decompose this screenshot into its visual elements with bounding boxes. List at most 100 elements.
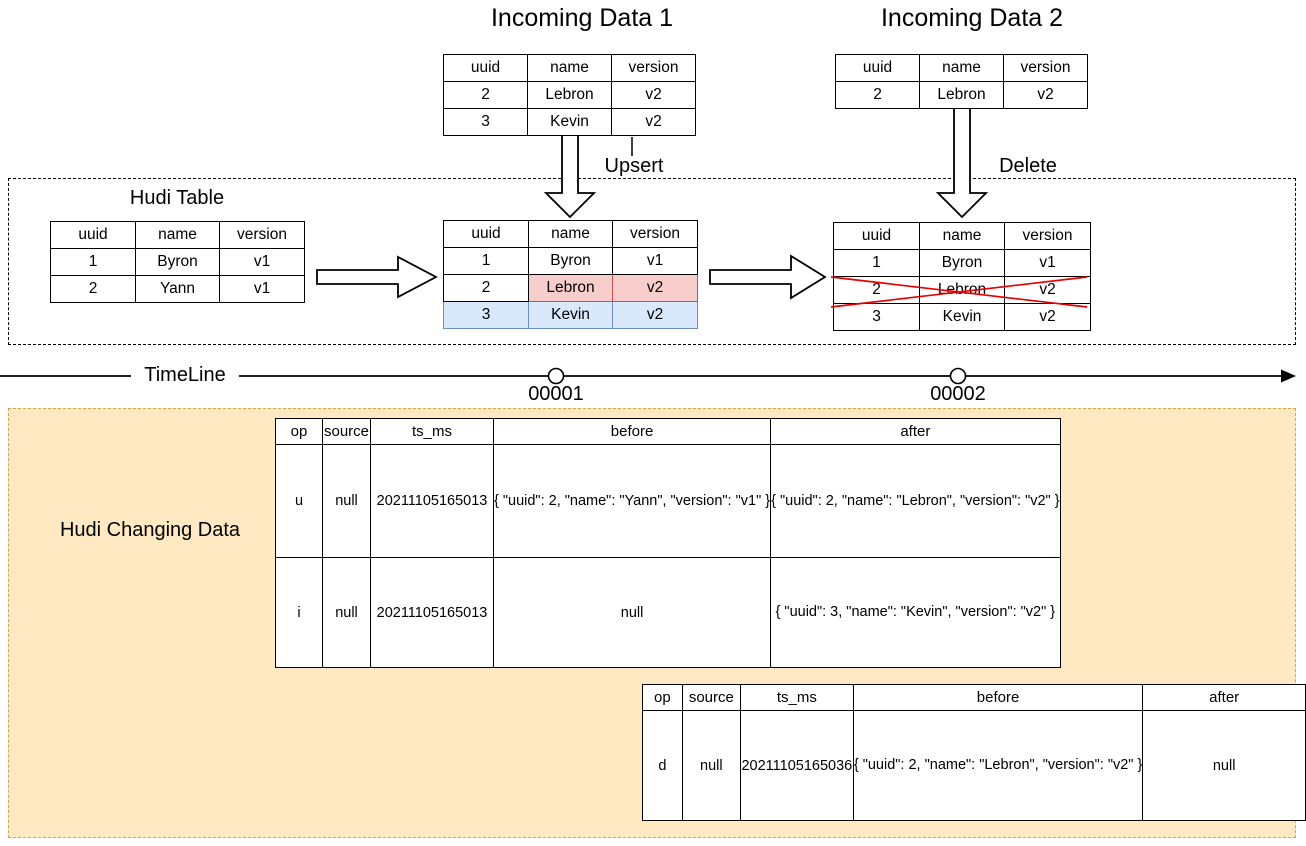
column-header: uuid — [443, 220, 529, 248]
column-header: version — [219, 221, 305, 249]
cell: Yann — [135, 275, 220, 303]
hudi-table-dashed-box — [8, 178, 1296, 345]
cell: v2 — [611, 108, 696, 136]
ts-cell: 20211105165013 — [370, 557, 494, 668]
op-cell: u — [275, 444, 323, 558]
column-header: name — [527, 54, 612, 82]
column-header: version — [612, 220, 698, 248]
commit-1-label: 00001 — [528, 383, 584, 405]
table-row: 1 Byron v1 — [50, 248, 305, 276]
table-header-row: uuid name version — [833, 222, 1091, 250]
delete-label: Delete — [999, 155, 1057, 177]
column-header: op — [275, 418, 323, 445]
op-cell: i — [275, 557, 323, 668]
column-header: ts_ms — [370, 418, 494, 445]
column-header: source — [322, 418, 371, 445]
table-row: 3 Kevin v2 — [833, 303, 1091, 331]
before-cell: null — [492, 557, 772, 668]
incoming-data-1-title: Incoming Data 1 — [490, 4, 674, 32]
source-cell: null — [322, 444, 371, 558]
timeline-label: TimeLine — [144, 364, 226, 386]
column-header: uuid — [833, 222, 920, 250]
cell: Lebron — [527, 81, 612, 109]
cdc-row-delete: d null 20211105165036 { "uuid": 2, "name… — [642, 710, 1306, 821]
hudi-after-upsert-table: uuid name version 1 Byron v1 2 Lebron v2… — [443, 220, 698, 329]
column-header: before — [492, 418, 772, 445]
table-header-row: op source ts_ms before after — [642, 684, 1306, 711]
cell: v1 — [612, 247, 698, 275]
table-row: 2 Lebron v2 — [835, 81, 1088, 109]
cell: Byron — [919, 249, 1005, 277]
after-cell: { "uuid": 2, "name": "Lebron", "version"… — [770, 444, 1061, 558]
column-header: name — [919, 54, 1004, 82]
hudi-initial-table: uuid name version 1 Byron v1 2 Yann v1 — [50, 221, 305, 303]
column-header: uuid — [50, 221, 136, 249]
table-header-row: uuid name version — [835, 54, 1088, 82]
updated-cell: Lebron — [528, 274, 613, 302]
column-header: source — [681, 684, 741, 711]
deleted-cell: 2 — [833, 276, 920, 304]
column-header: name — [528, 220, 613, 248]
cell: v1 — [219, 248, 305, 276]
cell: 2 — [443, 81, 528, 109]
cdc-row-update: u null 20211105165013 { "uuid": 2, "name… — [275, 444, 1061, 558]
source-cell: null — [322, 557, 371, 668]
ts-cell: 20211105165013 — [370, 444, 494, 558]
column-header: before — [852, 684, 1144, 711]
cell: 1 — [833, 249, 920, 277]
cell: Kevin — [527, 108, 612, 136]
column-header: ts_ms — [739, 684, 854, 711]
inserted-cell: Kevin — [528, 301, 613, 329]
cell: Byron — [528, 247, 613, 275]
incoming-data-2-title: Incoming Data 2 — [880, 4, 1064, 32]
column-header: name — [135, 221, 220, 249]
timeline-commit-dot-2 — [949, 367, 967, 385]
cell: 3 — [443, 108, 528, 136]
column-header: name — [919, 222, 1005, 250]
column-header: op — [642, 684, 683, 711]
column-header: uuid — [835, 54, 920, 82]
cell: v2 — [611, 81, 696, 109]
timeline-arrowhead — [1281, 369, 1296, 383]
ts-cell: 20211105165036 — [739, 710, 854, 821]
column-header: after — [770, 418, 1061, 445]
incoming-data-2-table: uuid name version 2 Lebron v2 — [835, 54, 1088, 109]
table-header-row: uuid name version — [50, 221, 305, 249]
inserted-row: 3 Kevin v2 — [443, 301, 698, 329]
updated-cell: v2 — [612, 274, 698, 302]
column-header: after — [1142, 684, 1306, 711]
column-header: uuid — [443, 54, 528, 82]
column-header: version — [1003, 54, 1088, 82]
cell: 1 — [50, 248, 136, 276]
cell: 2 — [835, 81, 920, 109]
source-cell: null — [681, 710, 741, 821]
cell: 2 — [443, 274, 529, 302]
inserted-cell: 3 — [443, 301, 529, 329]
cell: Byron — [135, 248, 220, 276]
table-row: 2 Yann v1 — [50, 275, 305, 303]
cell: Lebron — [919, 81, 1004, 109]
deleted-cell: Lebron — [919, 276, 1005, 304]
upsert-label: Upsert — [604, 155, 664, 177]
cell: 3 — [833, 303, 920, 331]
cell: v1 — [1004, 249, 1091, 277]
cell: 2 — [50, 275, 136, 303]
table-row: 1 Byron v1 — [443, 247, 698, 275]
cdc-table-commit-2: op source ts_ms before after d null 2021… — [642, 684, 1306, 821]
after-cell: { "uuid": 3, "name": "Kevin", "version":… — [770, 557, 1061, 668]
updated-row: 2 Lebron v2 — [443, 274, 698, 302]
column-header: version — [1004, 222, 1091, 250]
table-header-row: uuid name version — [443, 54, 696, 82]
inserted-cell: v2 — [612, 301, 698, 329]
before-cell: { "uuid": 2, "name": "Lebron", "version"… — [852, 710, 1144, 821]
after-cell: null — [1142, 710, 1306, 821]
cdc-row-insert: i null 20211105165013 null { "uuid": 3, … — [275, 557, 1061, 668]
cell: v2 — [1003, 81, 1088, 109]
cell: v2 — [1004, 303, 1091, 331]
cdc-table-commit-1: op source ts_ms before after u null 2021… — [275, 418, 1061, 668]
table-header-row: uuid name version — [443, 220, 698, 248]
deleted-row: 2 Lebron v2 — [833, 276, 1091, 304]
cell: 1 — [443, 247, 529, 275]
timeline-commit-dot-1 — [547, 367, 565, 385]
deleted-cell: v2 — [1004, 276, 1091, 304]
